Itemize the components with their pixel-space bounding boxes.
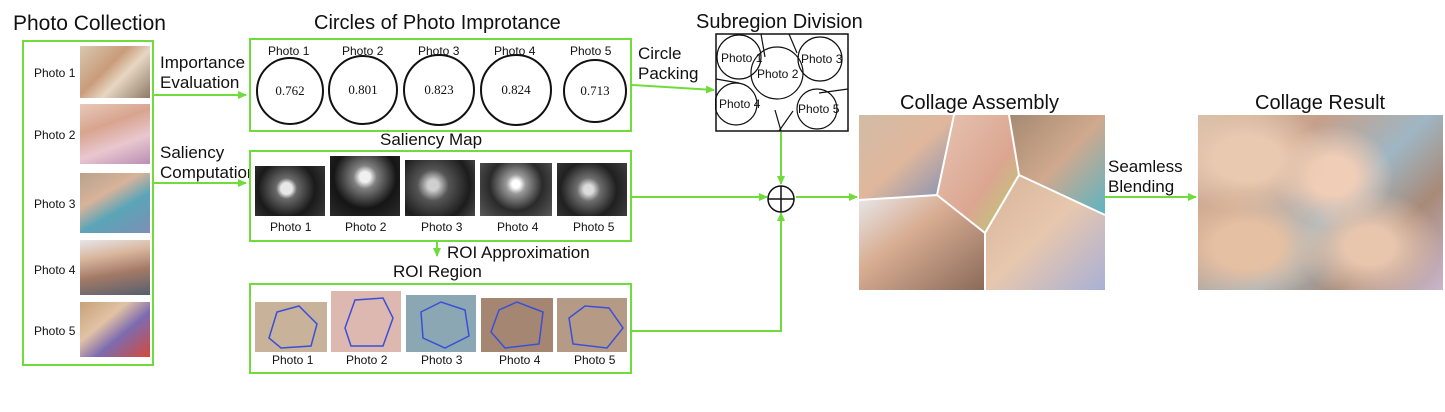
circle-photo-label: Photo 1 xyxy=(268,44,310,58)
roi-photo-label: Photo 1 xyxy=(272,353,314,367)
collage-result-title: Collage Result xyxy=(1255,92,1386,114)
arrow-roi-to-plus xyxy=(632,212,785,332)
circle-photo-label: Photo 5 xyxy=(570,44,612,58)
importance-value: 0.824 xyxy=(501,82,531,97)
saliency-thumbnail xyxy=(255,166,325,216)
collage-assembly-title: Collage Assembly xyxy=(900,92,1059,114)
subregion-diagram: Photo 1 Photo 2 Photo 3 Photo 4 Photo 5 xyxy=(715,33,849,132)
collection-photo-label: Photo 4 xyxy=(34,263,76,277)
roi-region-title: ROI Region xyxy=(393,262,482,281)
photo-thumbnail xyxy=(80,240,150,295)
saliency-thumbnail xyxy=(557,163,627,216)
importance-circle: 0.762 xyxy=(256,57,324,125)
collection-photo-label: Photo 1 xyxy=(34,66,76,80)
saliency-photo-label: Photo 3 xyxy=(421,220,463,234)
photo-thumbnail xyxy=(80,46,150,98)
saliency-photo-label: Photo 5 xyxy=(573,220,615,234)
collection-photo-label: Photo 3 xyxy=(34,197,76,211)
roi-photo-label: Photo 3 xyxy=(421,353,463,367)
roi-photo-label: Photo 2 xyxy=(346,353,388,367)
collection-photo-label: Photo 2 xyxy=(34,128,76,142)
saliency-photo-label: Photo 2 xyxy=(345,220,387,234)
subregion-label: Photo 1 xyxy=(721,51,763,65)
circled-plus-icon xyxy=(767,185,795,213)
collage-result-image xyxy=(1198,115,1443,290)
photo-thumbnail xyxy=(80,104,150,164)
saliency-thumbnail xyxy=(330,156,400,216)
importance-value: 0.713 xyxy=(580,83,610,98)
circle-photo-label: Photo 2 xyxy=(342,44,384,58)
subregion-label: Photo 3 xyxy=(801,52,843,66)
subregion-label: Photo 2 xyxy=(757,67,799,81)
saliency-photo-label: Photo 1 xyxy=(270,220,312,234)
importance-circle: 0.823 xyxy=(403,54,475,126)
subregion-label: Photo 5 xyxy=(798,102,840,116)
importance-circle: 0.801 xyxy=(328,55,398,125)
circles-title: Circles of Photo Improtance xyxy=(314,12,561,34)
collage-assembly-image xyxy=(859,115,1105,290)
saliency-title: Saliency Map xyxy=(380,130,483,149)
photo-thumbnail xyxy=(80,302,150,357)
importance-value: 0.801 xyxy=(348,82,378,97)
importance-value: 0.823 xyxy=(424,82,454,97)
importance-value: 0.762 xyxy=(275,83,305,98)
subregion-title: Subregion Division xyxy=(696,11,863,33)
roi-photo-label: Photo 5 xyxy=(574,353,616,367)
importance-circle: 0.713 xyxy=(563,59,627,123)
arrow-circle-packing xyxy=(631,84,715,94)
saliency-photo-label: Photo 4 xyxy=(497,220,539,234)
saliency-thumbnail xyxy=(405,160,475,216)
photo-collection-title: Photo Collection xyxy=(13,12,166,35)
saliency-thumbnail xyxy=(480,163,552,216)
roi-photo-label: Photo 4 xyxy=(499,353,541,367)
collection-photo-label: Photo 5 xyxy=(34,324,76,338)
photo-thumbnail xyxy=(80,173,150,233)
importance-circle: 0.824 xyxy=(480,54,552,126)
subregion-label: Photo 4 xyxy=(719,97,761,111)
roi-approximation-label: ROI Approximation xyxy=(447,243,590,262)
roi-thumbnails xyxy=(255,291,627,352)
